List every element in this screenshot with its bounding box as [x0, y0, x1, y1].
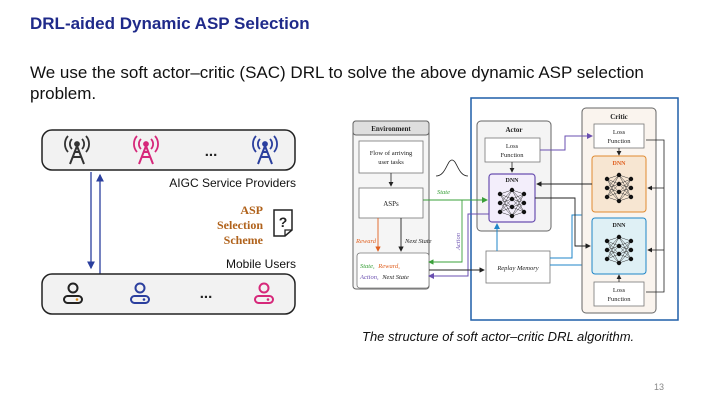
asps-box — [358, 187, 424, 219]
transition-box — [356, 252, 430, 289]
intro-text: We use the soft actor–critic (SAC) DRL t… — [30, 63, 644, 103]
scheme-line-3: Scheme — [224, 233, 264, 247]
next-state-label: Next State — [404, 238, 432, 245]
critic-loss-bottom-box — [593, 281, 645, 307]
users-box — [41, 273, 296, 315]
providers-box — [41, 129, 296, 171]
figure-caption: The structure of soft actor–critic DRL a… — [362, 329, 635, 344]
transition-action: Action, — [359, 274, 379, 281]
critic-title: Critic — [610, 113, 628, 121]
scheme-line-1: ASP — [240, 203, 263, 217]
actor-title: Actor — [505, 126, 522, 134]
flow-line-1: Flow of arriving — [370, 150, 413, 157]
critic-loss-bottom-1: Loss — [613, 287, 626, 294]
transition-line-1: State, Reward, — [360, 263, 400, 270]
flow-tasks-box — [358, 140, 424, 174]
actor-loss-line-2: Function — [500, 152, 524, 159]
question-mark: ? — [279, 214, 288, 230]
transition-reward: Reward, — [377, 263, 400, 270]
actor-loss-box — [484, 137, 541, 163]
scheme-line-2: Selection — [217, 218, 263, 232]
policy-distribution-icon — [435, 159, 469, 177]
critic-loss-bottom-2: Function — [607, 296, 631, 303]
critic-dnn-1-label: DNN — [613, 161, 627, 167]
critic-dnn-2-label: DNN — [613, 223, 627, 229]
page-number: 13 — [654, 382, 665, 392]
replay-memory-box — [485, 250, 551, 284]
environment-title: Environment — [371, 125, 411, 133]
providers-label: AIGC Service Providers — [169, 176, 296, 190]
slide-title: DRL-aided Dynamic ASP Selection — [30, 14, 310, 33]
reward-label: Reward — [355, 238, 377, 245]
providers-ellipsis: ... — [205, 143, 218, 160]
actor-dnn-label: DNN — [506, 178, 520, 184]
actor-loss-line-1: Loss — [506, 143, 519, 150]
transition-line-2: Action, Next State — [359, 274, 409, 281]
transition-next-state: Next State — [381, 274, 409, 281]
state-label: State — [437, 189, 450, 196]
critic-loss-top-box — [593, 123, 645, 149]
users-ellipsis: ... — [200, 285, 213, 302]
asps-label: ASPs — [383, 200, 399, 208]
action-arrow — [428, 213, 489, 279]
replay-memory-label: Replay Memory — [496, 265, 538, 272]
users-label: Mobile Users — [226, 257, 296, 271]
critic-loss-top-1: Loss — [613, 129, 626, 136]
critic-loss-top-2: Function — [607, 138, 631, 145]
agent-frame — [470, 97, 679, 321]
action-label: Action — [455, 233, 462, 251]
flow-line-2: user tasks — [378, 159, 404, 166]
transition-state: State, — [360, 263, 375, 270]
scheme-document-icon: ? — [273, 209, 293, 237]
